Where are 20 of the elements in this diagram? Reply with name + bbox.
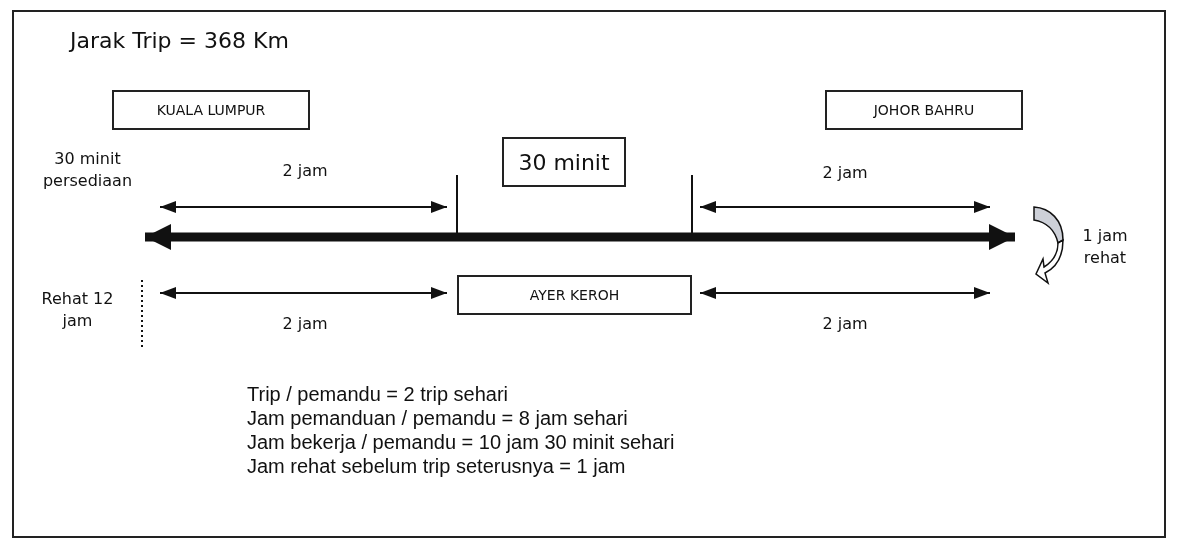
time-note: 30 minit persediaan <box>41 148 134 192</box>
title: Jarak Trip = 368 Km <box>70 28 289 53</box>
location-name: AYER KEROH <box>529 287 620 303</box>
duration-label: 2 jam <box>281 160 329 182</box>
location-name: JOHOR BAHRU <box>873 102 975 118</box>
duration-label: 2 jam <box>281 313 329 335</box>
note-text: Jam pemanduan / pemandu = 8 jam sehari <box>247 407 628 430</box>
location-name: KUALA LUMPUR <box>156 102 266 118</box>
note-text: Jam rehat sebelum trip seterusnya = 1 jam <box>247 455 626 478</box>
note-text: Trip / pemandu = 2 trip sehari <box>247 383 509 406</box>
time-note: Rehat 12 jam <box>40 288 115 332</box>
time-note: 1 jam rehat <box>1081 225 1129 269</box>
location-box <box>112 90 310 130</box>
location-box <box>457 275 692 315</box>
duration-label: 2 jam <box>821 162 869 184</box>
location-box <box>825 90 1023 130</box>
duration-box <box>502 137 626 187</box>
duration-text: 30 minit <box>518 149 610 175</box>
note-text: Jam bekerja / pemandu = 10 jam 30 minit sehari <box>247 431 675 454</box>
duration-label: 2 jam <box>821 313 869 335</box>
